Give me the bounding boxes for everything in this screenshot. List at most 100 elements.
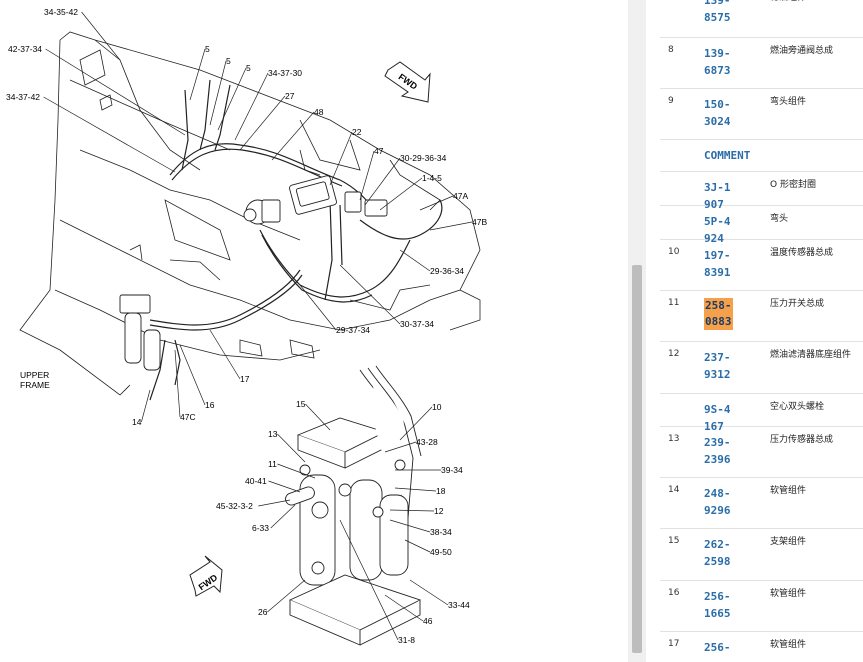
upper-frame-label-line1: UPPER [20,370,49,380]
callout-leader-line [174,349,181,418]
parts-list: 7 139- 8575 滤油组件 8 139- 6873 燃油旁通阀总成 9 150- 302… [660,0,863,662]
callout-leader-line [179,344,206,406]
callout-label: 15 [296,399,306,409]
part-description: 燃油滤清器底座组件 [770,350,852,360]
callout-label: 5 [205,44,210,54]
callout-label: 49-50 [430,547,452,557]
part-description: 软管组件 [770,589,807,599]
item-number: 15 [668,536,680,546]
part-number-link[interactable]: 248- 9296 [704,487,731,517]
part-number-link[interactable]: 237- 9312 [704,351,731,381]
upper-frame-structure [19,31,481,396]
item-number: 17 [668,639,680,649]
item-number: 13 [668,434,680,444]
callout-leader-line [364,157,401,206]
callout-leader-line [271,111,315,161]
callout-leader-line [389,519,431,533]
callout-leader-line [305,403,331,431]
part-number-link[interactable]: 139- 8575 [704,0,731,24]
parts-list-row: 12 237- 9312 燃油滤清器底座组件 [660,341,863,394]
callout-leader-line [404,539,431,553]
callout-leader-line [277,463,316,479]
callout-label: 17 [240,374,250,384]
callout-label: 31-8 [398,635,415,645]
callout-leader-line [81,11,121,61]
callout-label: 30-37-34 [400,319,434,329]
part-number-link[interactable]: 197- 8391 [704,249,731,279]
part-description: 弯头 [770,214,789,224]
part-number-link[interactable]: 139- 6873 [704,47,731,77]
exploded-view-illustration: FWD FWD UPPER FRAME 34-35-4242-37-3434-3… [6,7,487,646]
parts-list-row: 7 139- 8575 滤油组件 [660,0,863,38]
parts-list-row: 10 197- 8391 温度传感器总成 [660,239,863,291]
item-number: 8 [668,45,674,55]
parts-list-row: 3J-1907 O 形密封圈 [660,171,863,211]
callout-leader-line [267,579,306,613]
callout-leader-line [189,48,206,101]
part-number-link[interactable]: 239- 2396 [704,436,731,466]
callout-label: 27 [285,91,295,101]
callout-leader-line [43,96,176,173]
fuel-filter-assembly [285,365,422,646]
callout-leader-line [399,406,433,441]
callout-label: 10 [432,402,442,412]
callout-leader-line [268,480,301,493]
callout-label: 48 [314,107,324,117]
callout-leader-lines [43,11,473,641]
callout-label: 18 [436,486,446,496]
part-description: O 形密封圈 [770,180,816,190]
callout-label: 43-28 [416,437,438,447]
item-number: 10 [668,247,680,257]
callout-label: 26 [258,607,268,617]
callout-label: 47A [453,191,468,201]
item-number: 12 [668,349,680,359]
callout-label: 34-35-42 [44,7,78,17]
callout-label: 46 [423,616,433,626]
callout-label: 47C [180,412,196,422]
callout-label: 40-41 [245,476,267,486]
part-number-link[interactable]: 9S-4167 [704,403,731,433]
callout-label: 16 [205,400,215,410]
callout-label: 6-33 [252,523,269,533]
parts-list-row: 9S-4167 空心双头螺栓 [660,393,863,433]
callout-label: 45-32-3-2 [216,501,253,511]
callout-label: 11 [268,459,277,469]
callout-leader-line [379,177,423,211]
item-number: 7 [668,0,674,2]
part-number-link[interactable]: 3J-1907 [704,181,731,211]
part-number-link[interactable]: 150- 3024 [704,98,731,128]
callout-leader-line [409,579,449,606]
part-description: 软管组件 [770,486,807,496]
engine-components [119,175,388,371]
part-description: 燃油旁通阀总成 [770,46,834,56]
part-description: 温度传感器总成 [770,248,834,258]
part-number-link[interactable]: 256- [704,641,731,654]
callout-label: 47 [374,146,384,156]
part-number-link[interactable]: 5P-4924 [704,215,731,245]
part-description: 空心双头螺栓 [770,402,825,412]
callout-leader-line [359,150,375,201]
item-number: 9 [668,96,674,106]
callout-leader-line [299,284,337,331]
callout-leader-line [277,433,306,463]
scrollbar-thumb[interactable] [632,265,642,653]
callout-leader-line [389,509,435,512]
callout-label: 38-34 [430,527,452,537]
callout-label: 33-44 [448,600,470,610]
callout-leader-line [141,389,151,423]
callout-label: 22 [352,127,362,137]
callout-label: 1-4-5 [422,173,442,183]
fwd-arrow-icon [189,61,431,597]
callout-leader-line [339,264,401,325]
part-number-link[interactable]: 256- 1665 [704,590,731,620]
parts-list-row: COMMENT [660,139,863,172]
comment-link[interactable]: COMMENT [704,149,751,162]
part-description: 滤油组件 [770,0,806,3]
part-number-link[interactable]: 258- 0883 [704,298,733,330]
part-number-link[interactable]: 262- 2598 [704,538,731,568]
